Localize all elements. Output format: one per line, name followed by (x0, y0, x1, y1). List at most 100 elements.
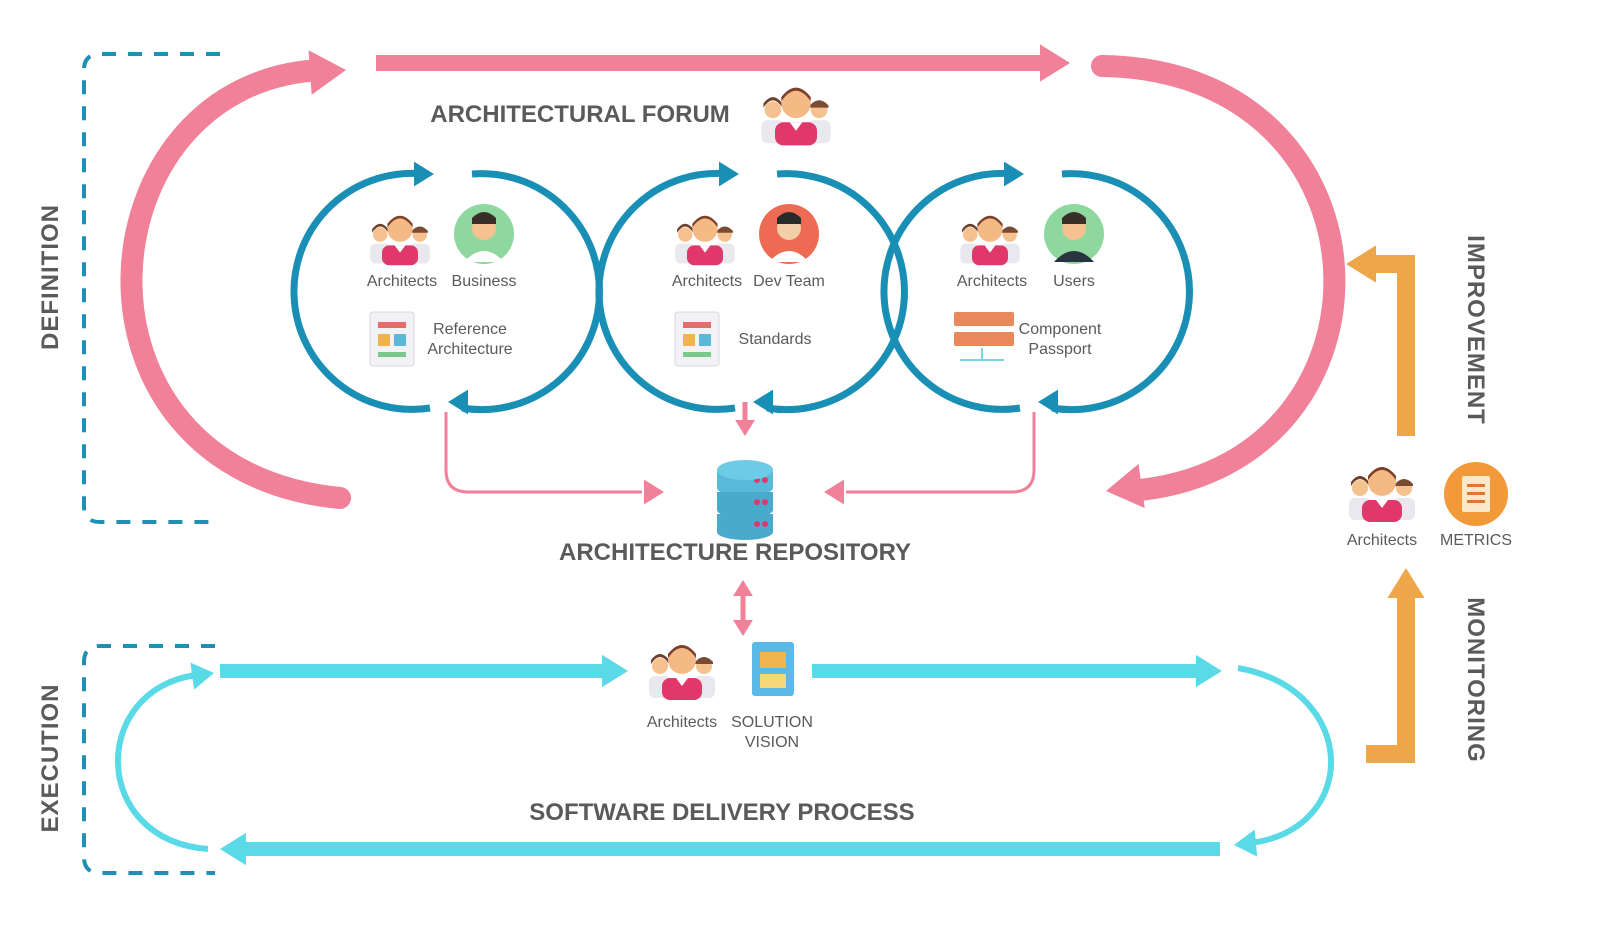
left-connector-arrowhead (644, 479, 664, 505)
orange-monitoring-arrow (1366, 596, 1415, 763)
cycle-left-actor-label: Architects (367, 273, 437, 290)
solution-vision-label-line2: VISION (745, 734, 799, 751)
cycle-right-actor-label: Dev Team (753, 273, 825, 290)
actor-body (769, 251, 809, 262)
cyan-left-arc-arrowhead (190, 662, 214, 690)
forum-title: ARCHITECTURAL FORUM (430, 101, 730, 128)
pink-left-arc (120, 59, 351, 509)
right-connector (846, 412, 1036, 494)
cycle-bottom-arrowhead (753, 389, 773, 415)
server-rack-icon (954, 312, 1014, 361)
repository-title: ARCHITECTURE REPOSITORY (559, 539, 911, 566)
solution-doc-block (760, 674, 786, 688)
cycle-top-arrowhead (414, 161, 434, 187)
database-light (762, 477, 768, 483)
metrics-icon (1444, 462, 1508, 526)
document-block (378, 334, 390, 346)
cyan-top-left-arrowhead (602, 654, 628, 688)
cycle-right-actor-label: Users (1053, 273, 1095, 290)
metrics-line (1467, 500, 1485, 503)
repo-delivery-arrow-up (733, 580, 753, 596)
cycle-left-arc (290, 169, 431, 413)
database-light (754, 521, 760, 527)
architects-people-icon (675, 215, 735, 266)
orange-monitoring-arrowhead (1387, 568, 1425, 598)
actor-body (464, 251, 504, 262)
document-block (394, 334, 406, 346)
delivery-architects-icon (649, 645, 715, 700)
pink-right-arc (1091, 55, 1346, 501)
orange-improvement-arrowhead (1346, 245, 1376, 283)
metrics-label: METRICS (1440, 532, 1512, 549)
pink-right-arc-arrowhead (1106, 463, 1145, 509)
repo-delivery-arrow-down (733, 620, 753, 636)
document-page (369, 311, 415, 367)
cyan-bottom-arrowhead (220, 832, 246, 866)
artifact-label-line2: Passport (1028, 341, 1092, 358)
document-line (683, 322, 711, 328)
left-connector (444, 412, 642, 494)
execution-bracket (82, 644, 215, 875)
forum-people-icon (761, 87, 831, 146)
standards-document-icon (674, 311, 720, 367)
execution-label: EXECUTION (37, 683, 64, 832)
cycle-right-arc (766, 170, 908, 414)
cycle-top-arrowhead (719, 161, 739, 187)
cycle-bottom-arrowhead (1038, 389, 1058, 415)
database-light (762, 499, 768, 505)
document-block (683, 334, 695, 346)
artifact-label-line1: Component (1019, 321, 1102, 338)
orange-improvement-arrow (1376, 255, 1415, 436)
pink-top-arrowhead (1040, 44, 1070, 82)
document-page (674, 311, 720, 367)
center-connector-arrowhead (735, 420, 755, 436)
monitoring-label: MONITORING (1462, 597, 1489, 763)
cycle-left-arc (880, 169, 1021, 413)
database-icon (717, 460, 773, 540)
database-top (717, 460, 773, 480)
server-unit (954, 312, 1014, 326)
definition-label: DEFINITION (37, 204, 64, 350)
metrics-line (1467, 492, 1485, 495)
architects-people-icon (370, 215, 430, 266)
document-line (378, 352, 406, 357)
cycle-top-arrowhead (1004, 161, 1024, 187)
database-segment (717, 524, 773, 540)
artifact-label: Standards (739, 331, 812, 348)
actor-body (1054, 251, 1094, 262)
solution-vision-label-line1: SOLUTION (731, 714, 813, 731)
document-line (378, 322, 406, 328)
cycle-left-actor-label: Architects (957, 273, 1027, 290)
improvement-label: IMPROVEMENT (1462, 235, 1489, 425)
cyan-left-arc (115, 672, 209, 852)
cycle-left-actor-label: Architects (672, 273, 742, 290)
metrics-architects-label: Architects (1347, 532, 1417, 549)
database-light (762, 521, 768, 527)
cyan-right-arc (1237, 665, 1334, 846)
cyan-top-right-arrowhead (1196, 654, 1222, 688)
server-unit (954, 332, 1014, 346)
actor-hair (777, 212, 801, 224)
actor-hair (1062, 212, 1086, 224)
solution-vision-icon (752, 642, 794, 696)
cycle-left-arc (595, 169, 736, 413)
delivery-architects-label: Architects (647, 714, 717, 731)
delivery-title: SOFTWARE DELIVERY PROCESS (529, 799, 914, 826)
reference-architecture-icon (369, 311, 415, 367)
cyan-right-arc-arrowhead (1234, 829, 1258, 857)
artifact-label-line2: Architecture (427, 341, 512, 358)
solution-doc-block (760, 652, 786, 668)
document-block (699, 334, 711, 346)
right-connector-arrowhead (824, 479, 844, 505)
cycle-right-actor-label: Business (452, 273, 517, 290)
cycle-bottom-arrowhead (448, 389, 468, 415)
artifact-label-line1: Reference (433, 321, 507, 338)
metrics-line (1467, 484, 1485, 487)
metrics-architects-icon (1349, 467, 1415, 522)
database-light (754, 499, 760, 505)
actor-hair (472, 212, 496, 224)
definition-bracket (82, 52, 220, 524)
pink-left-arc-arrowhead (308, 50, 346, 95)
document-line (683, 352, 711, 357)
